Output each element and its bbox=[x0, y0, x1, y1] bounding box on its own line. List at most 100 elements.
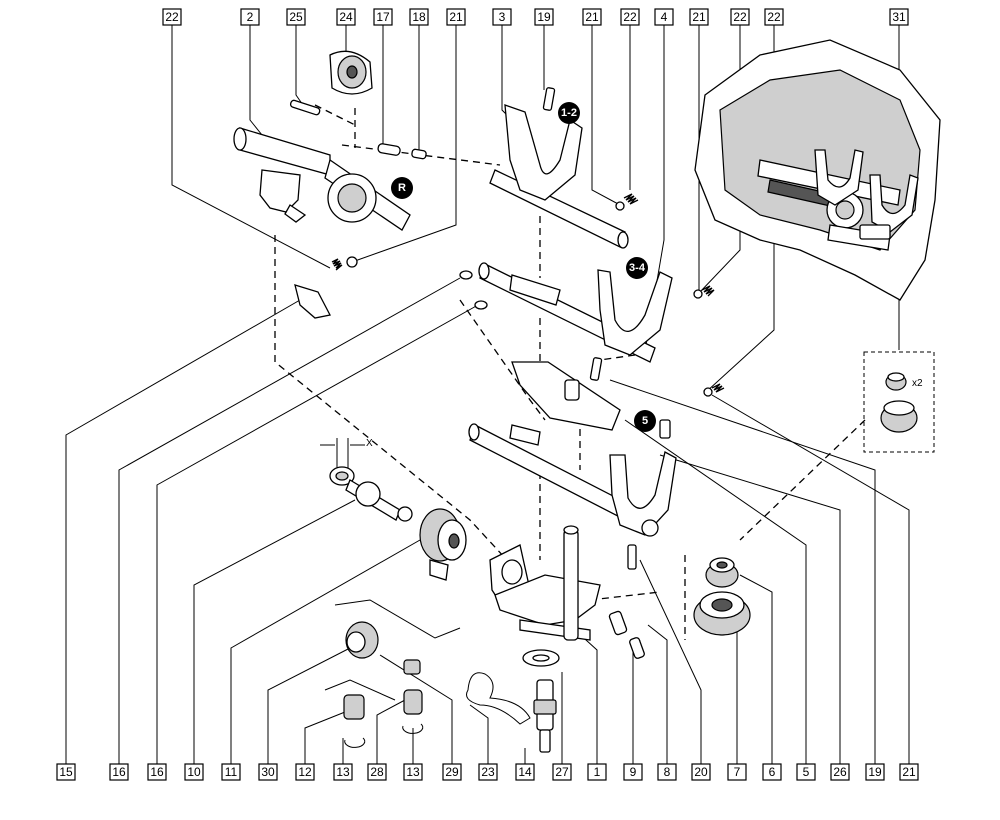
callout-11: 11 bbox=[221, 763, 241, 781]
callout-28: 28 bbox=[367, 763, 387, 781]
svg-text:29: 29 bbox=[445, 765, 459, 779]
callout-24: 24 bbox=[336, 8, 356, 26]
callout-13: 13 bbox=[403, 763, 423, 781]
callout-5: 5 bbox=[796, 763, 816, 781]
callout-12: 12 bbox=[295, 763, 315, 781]
callout-22: 22 bbox=[162, 8, 182, 26]
svg-text:21: 21 bbox=[449, 10, 463, 24]
callout-20: 20 bbox=[691, 763, 711, 781]
callout-18: 18 bbox=[409, 8, 429, 26]
svg-text:1: 1 bbox=[594, 765, 601, 779]
callout-6: 6 bbox=[762, 763, 782, 781]
svg-text:20: 20 bbox=[694, 765, 708, 779]
svg-text:31: 31 bbox=[892, 10, 906, 24]
bottom-callouts: 15 16 16 10 11 30 12 13 28 13 29 23 14 2… bbox=[56, 763, 919, 781]
callout-19: 19 bbox=[534, 8, 554, 26]
svg-text:27: 27 bbox=[555, 765, 569, 779]
callout-31: 31 bbox=[889, 8, 909, 26]
svg-text:7: 7 bbox=[734, 765, 741, 779]
svg-text:19: 19 bbox=[537, 10, 551, 24]
reverse-selector-shaft-assembly bbox=[233, 50, 427, 319]
svg-text:18: 18 bbox=[412, 10, 426, 24]
callout-14: 14 bbox=[515, 763, 535, 781]
callout-3: 3 bbox=[492, 8, 512, 26]
svg-text:10: 10 bbox=[187, 765, 201, 779]
small-parts bbox=[343, 621, 424, 748]
callout-4: 4 bbox=[654, 8, 674, 26]
svg-text:13: 13 bbox=[336, 765, 350, 779]
svg-text:6: 6 bbox=[769, 765, 776, 779]
svg-text:21: 21 bbox=[692, 10, 706, 24]
svg-text:16: 16 bbox=[112, 765, 126, 779]
svg-text:22: 22 bbox=[623, 10, 637, 24]
svg-text:2: 2 bbox=[247, 10, 254, 24]
svg-text:28: 28 bbox=[370, 765, 384, 779]
callout-23: 23 bbox=[478, 763, 498, 781]
callout-22: 22 bbox=[620, 8, 640, 26]
callout-21: 21 bbox=[446, 8, 466, 26]
svg-text:9: 9 bbox=[630, 765, 637, 779]
selector-housing bbox=[489, 525, 645, 667]
reverse-light-switch bbox=[533, 679, 557, 753]
svg-text:21: 21 bbox=[902, 765, 916, 779]
svg-text:26: 26 bbox=[833, 765, 847, 779]
svg-text:1-2: 1-2 bbox=[561, 107, 577, 119]
callout-21: 21 bbox=[689, 8, 709, 26]
svg-text:14: 14 bbox=[518, 765, 532, 779]
damper-assembly bbox=[419, 508, 467, 581]
svg-text:8: 8 bbox=[664, 765, 671, 779]
svg-text:4: 4 bbox=[661, 10, 668, 24]
callout-17: 17 bbox=[373, 8, 393, 26]
callout-13: 13 bbox=[333, 763, 353, 781]
callout-29: 29 bbox=[442, 763, 462, 781]
svg-text:11: 11 bbox=[225, 765, 238, 779]
svg-text:5: 5 bbox=[803, 765, 810, 779]
badge-3-4: 3-4 bbox=[626, 257, 648, 279]
gearbox-housing-illustration bbox=[694, 39, 941, 301]
gear-lever-link: X bbox=[320, 438, 413, 522]
callout-8: 8 bbox=[657, 763, 677, 781]
svg-text:5: 5 bbox=[642, 415, 648, 427]
callout-26: 26 bbox=[830, 763, 850, 781]
svg-text:16: 16 bbox=[150, 765, 164, 779]
svg-text:15: 15 bbox=[59, 765, 73, 779]
dimension-label: X bbox=[366, 438, 373, 449]
svg-text:R: R bbox=[398, 182, 406, 194]
svg-text:25: 25 bbox=[289, 10, 303, 24]
svg-text:22: 22 bbox=[733, 10, 747, 24]
callout-16: 16 bbox=[109, 763, 129, 781]
retaining-clip bbox=[466, 672, 531, 725]
inset-multiplier: x2 bbox=[912, 378, 923, 389]
callout-21: 21 bbox=[582, 8, 602, 26]
badge-r: R bbox=[391, 177, 413, 199]
svg-text:21: 21 bbox=[585, 10, 599, 24]
callout-2: 2 bbox=[240, 8, 260, 26]
callout-7: 7 bbox=[727, 763, 747, 781]
callout-15: 15 bbox=[56, 763, 76, 781]
callout-16: 16 bbox=[147, 763, 167, 781]
leader-lines-bottom bbox=[65, 277, 910, 764]
badge-1-2: 1-2 bbox=[558, 102, 580, 124]
callout-1: 1 bbox=[587, 763, 607, 781]
badge-5: 5 bbox=[634, 410, 656, 432]
svg-text:3: 3 bbox=[499, 10, 506, 24]
callout-27: 27 bbox=[552, 763, 572, 781]
bushings bbox=[693, 557, 751, 636]
callout-22: 22 bbox=[764, 8, 784, 26]
callout-19: 19 bbox=[865, 763, 885, 781]
svg-text:30: 30 bbox=[261, 765, 275, 779]
interlock-lever bbox=[511, 361, 725, 431]
callout-30: 30 bbox=[258, 763, 278, 781]
svg-text:23: 23 bbox=[481, 765, 495, 779]
fork-3-4-assembly bbox=[459, 262, 715, 381]
svg-text:19: 19 bbox=[868, 765, 882, 779]
callout-25: 25 bbox=[286, 8, 306, 26]
assembly-dashed-lines bbox=[274, 104, 866, 701]
svg-text:22: 22 bbox=[165, 10, 179, 24]
callout-10: 10 bbox=[184, 763, 204, 781]
top-callouts: 22 2 25 24 17 18 21 3 19 21 22 4 21 22 2… bbox=[162, 8, 909, 26]
svg-text:24: 24 bbox=[339, 10, 353, 24]
svg-text:12: 12 bbox=[298, 765, 312, 779]
fork-1-2-assembly bbox=[489, 87, 639, 249]
